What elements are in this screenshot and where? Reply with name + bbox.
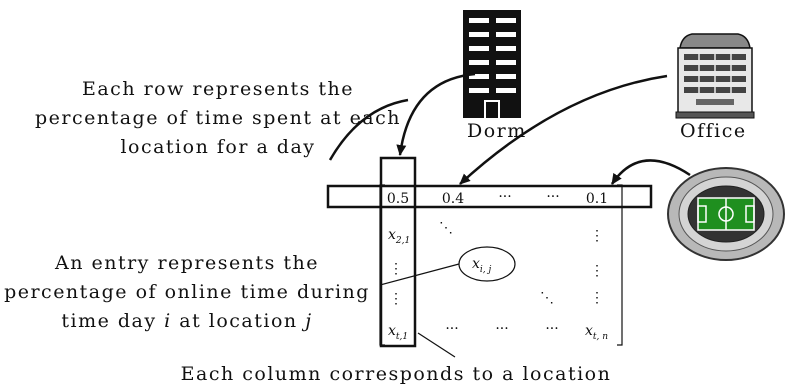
stadium-arrow — [610, 159, 691, 185]
dorm-building-icon — [463, 10, 521, 118]
matrix: 0.5 0.4 ··· ··· 0.1 x2,1 ⋱ ⋮ ⋮ ⋮ xi, j ⋮… — [326, 156, 653, 348]
office-label: Office — [680, 120, 747, 142]
entry-caption: An entry represents the percentage of on… — [4, 252, 370, 332]
matrix-cell-1-1: 0.5 — [387, 191, 409, 207]
column-caption-connector — [417, 332, 456, 358]
matrix-cell-1-2: 0.4 — [442, 191, 464, 207]
row-caption-line-1: Each row represents the — [82, 78, 354, 100]
matrix-vdots-left-2: ⋮ — [389, 291, 403, 307]
matrix-vdots-right-1: ⋮ — [590, 228, 604, 244]
matrix-cell-xt1: xt,1 — [388, 323, 408, 342]
row-caption-connector — [328, 98, 409, 161]
entry-caption-line-1: An entry represents the — [54, 252, 319, 274]
highlighted-entry-ellipse — [458, 246, 516, 282]
row-caption-line-3: location for a day — [120, 136, 315, 158]
row-highlight-box — [326, 184, 653, 209]
entry-caption-line-2: percentage of online time during — [4, 281, 370, 303]
office-arrow — [459, 74, 668, 185]
matrix-vdots-right-2: ⋮ — [590, 263, 604, 279]
matrix-cell-xtn: xt, n — [585, 323, 608, 342]
matrix-ddots-top: ⋱ — [439, 220, 453, 236]
matrix-cell-x21: x2,1 — [388, 227, 410, 246]
dorm-label: Dorm — [467, 120, 527, 142]
matrix-vdots-right-3: ⋮ — [590, 290, 604, 306]
row-caption-line-2: percentage of time spent at each — [35, 107, 401, 129]
matrix-ddots-bottom: ⋱ — [540, 290, 554, 306]
matrix-hdots-last-2: ··· — [495, 321, 508, 337]
dorm-arrow — [396, 72, 476, 156]
column-highlight-box — [379, 156, 417, 348]
matrix-cell-1-4: ··· — [546, 189, 559, 205]
matrix-cell-1-3: ··· — [498, 189, 511, 205]
column-caption: Each column corresponds to a location — [181, 363, 612, 385]
matrix-cell-1-n: 0.1 — [586, 191, 608, 207]
matrix-hdots-last-3: ··· — [545, 321, 558, 337]
office-building-icon — [675, 33, 755, 119]
stadium-icon — [667, 167, 785, 261]
entry-caption-connector — [379, 263, 460, 286]
matrix-vdots-left-1: ⋮ — [389, 261, 403, 277]
matrix-hdots-last-1: ··· — [445, 321, 458, 337]
row-caption: Each row represents the percentage of ti… — [35, 78, 401, 158]
matrix-cell-xij: xi, j — [472, 256, 492, 275]
entry-caption-line-3: time day i at location j — [61, 310, 312, 332]
matrix-right-bracket — [617, 184, 623, 346]
